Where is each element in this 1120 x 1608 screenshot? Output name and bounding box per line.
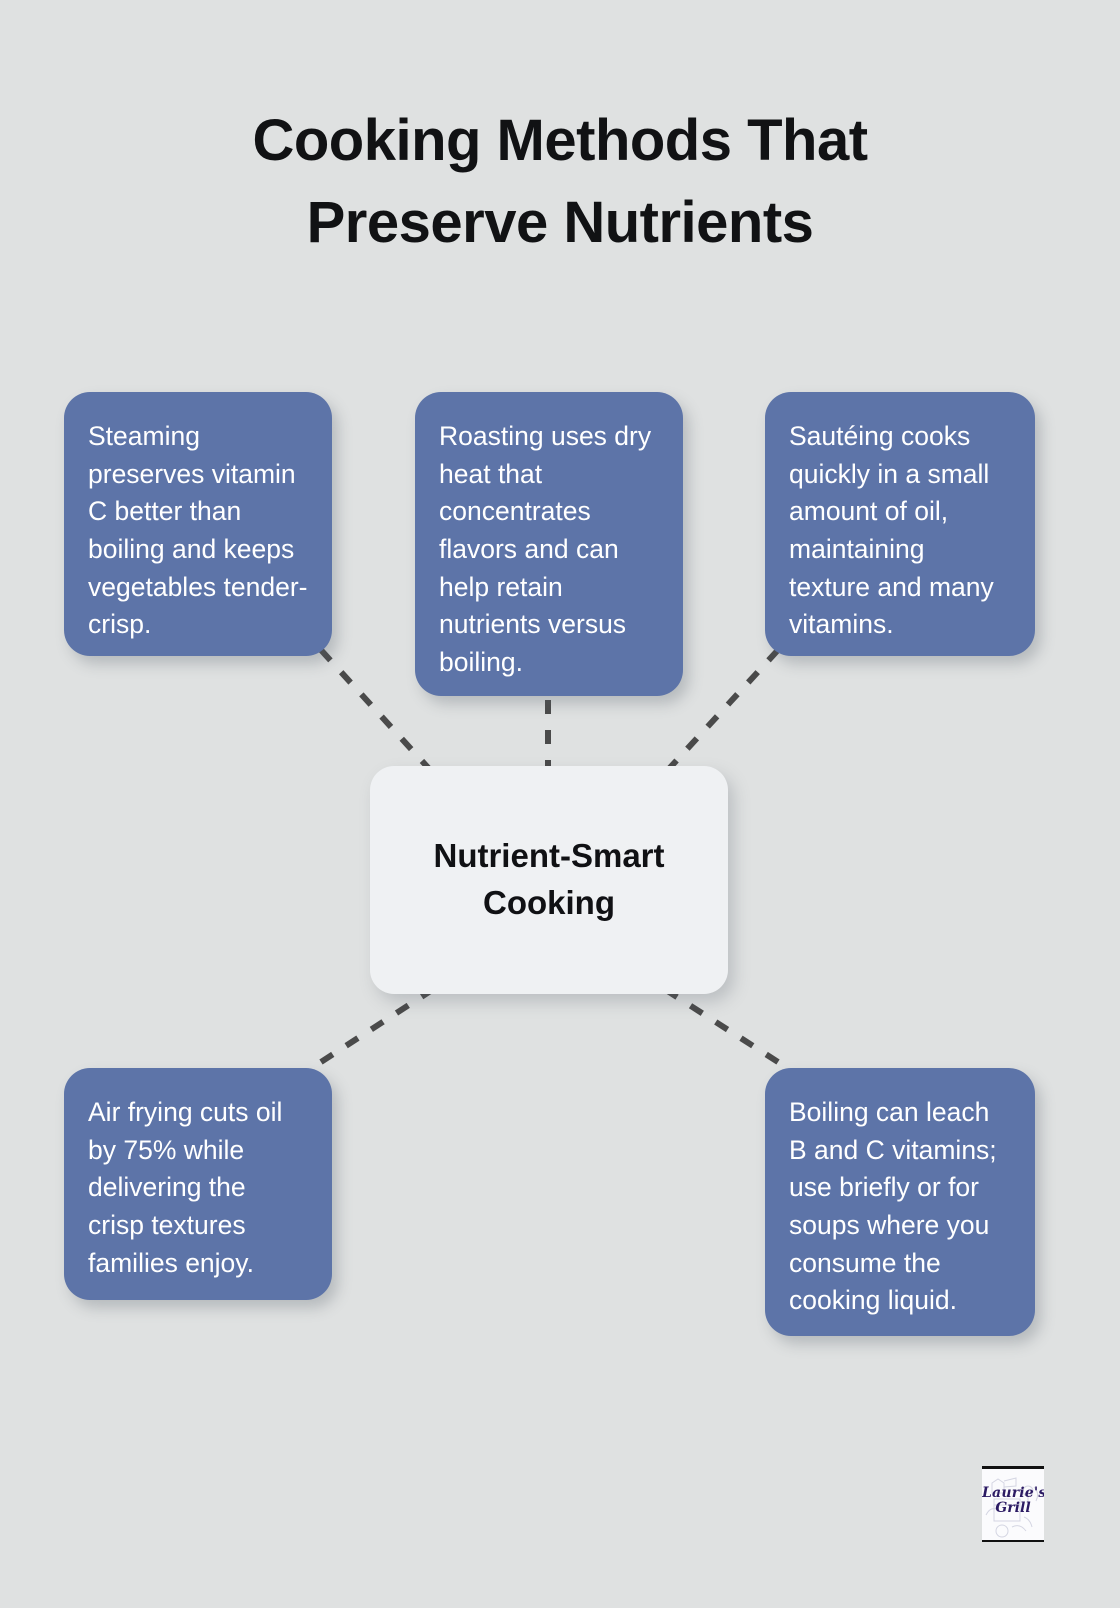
card-steaming-text: Steaming preserves vitamin C better than… bbox=[88, 421, 308, 640]
card-sauteing-text: Sautéing cooks quickly in a small amount… bbox=[789, 421, 994, 640]
kitchen-sketch-icon bbox=[985, 1477, 1039, 1538]
card-air-frying-text: Air frying cuts oil by 75% while deliver… bbox=[88, 1097, 283, 1278]
card-roasting: Roasting uses dry heat that concentrates… bbox=[415, 392, 683, 696]
brand-logo-word-2: Grill bbox=[995, 1499, 1031, 1516]
center-node-label-line-1: Nutrient-Smart bbox=[433, 837, 665, 875]
center-node-label: Nutrient-Smart Cooking bbox=[405, 833, 692, 927]
card-roasting-text: Roasting uses dry heat that concentrates… bbox=[439, 421, 652, 677]
center-node: Nutrient-Smart Cooking bbox=[370, 766, 728, 994]
card-sauteing: Sautéing cooks quickly in a small amount… bbox=[765, 392, 1035, 656]
center-node-label-line-2: Cooking bbox=[483, 884, 615, 921]
connector-line-boiling bbox=[664, 987, 780, 1065]
page-title-line-1: Cooking Methods That bbox=[252, 108, 868, 173]
brand-logo: Laurie's Grill bbox=[982, 1466, 1044, 1542]
card-steaming: Steaming preserves vitamin C better than… bbox=[64, 392, 332, 656]
brand-logo-wordmark: Laurie's Grill bbox=[982, 1486, 1044, 1516]
page-title-line-2: Preserve Nutrients bbox=[306, 190, 814, 256]
page-title: Cooking Methods That Preserve Nutrients bbox=[110, 100, 1010, 265]
brand-logo-word-1: Laurie's bbox=[982, 1485, 1044, 1501]
card-air-frying: Air frying cuts oil by 75% while deliver… bbox=[64, 1068, 332, 1300]
card-boiling: Boiling can leach B and C vitamins; use … bbox=[765, 1068, 1035, 1336]
connector-line-air-frying bbox=[319, 987, 434, 1065]
card-boiling-text: Boiling can leach B and C vitamins; use … bbox=[789, 1097, 997, 1316]
